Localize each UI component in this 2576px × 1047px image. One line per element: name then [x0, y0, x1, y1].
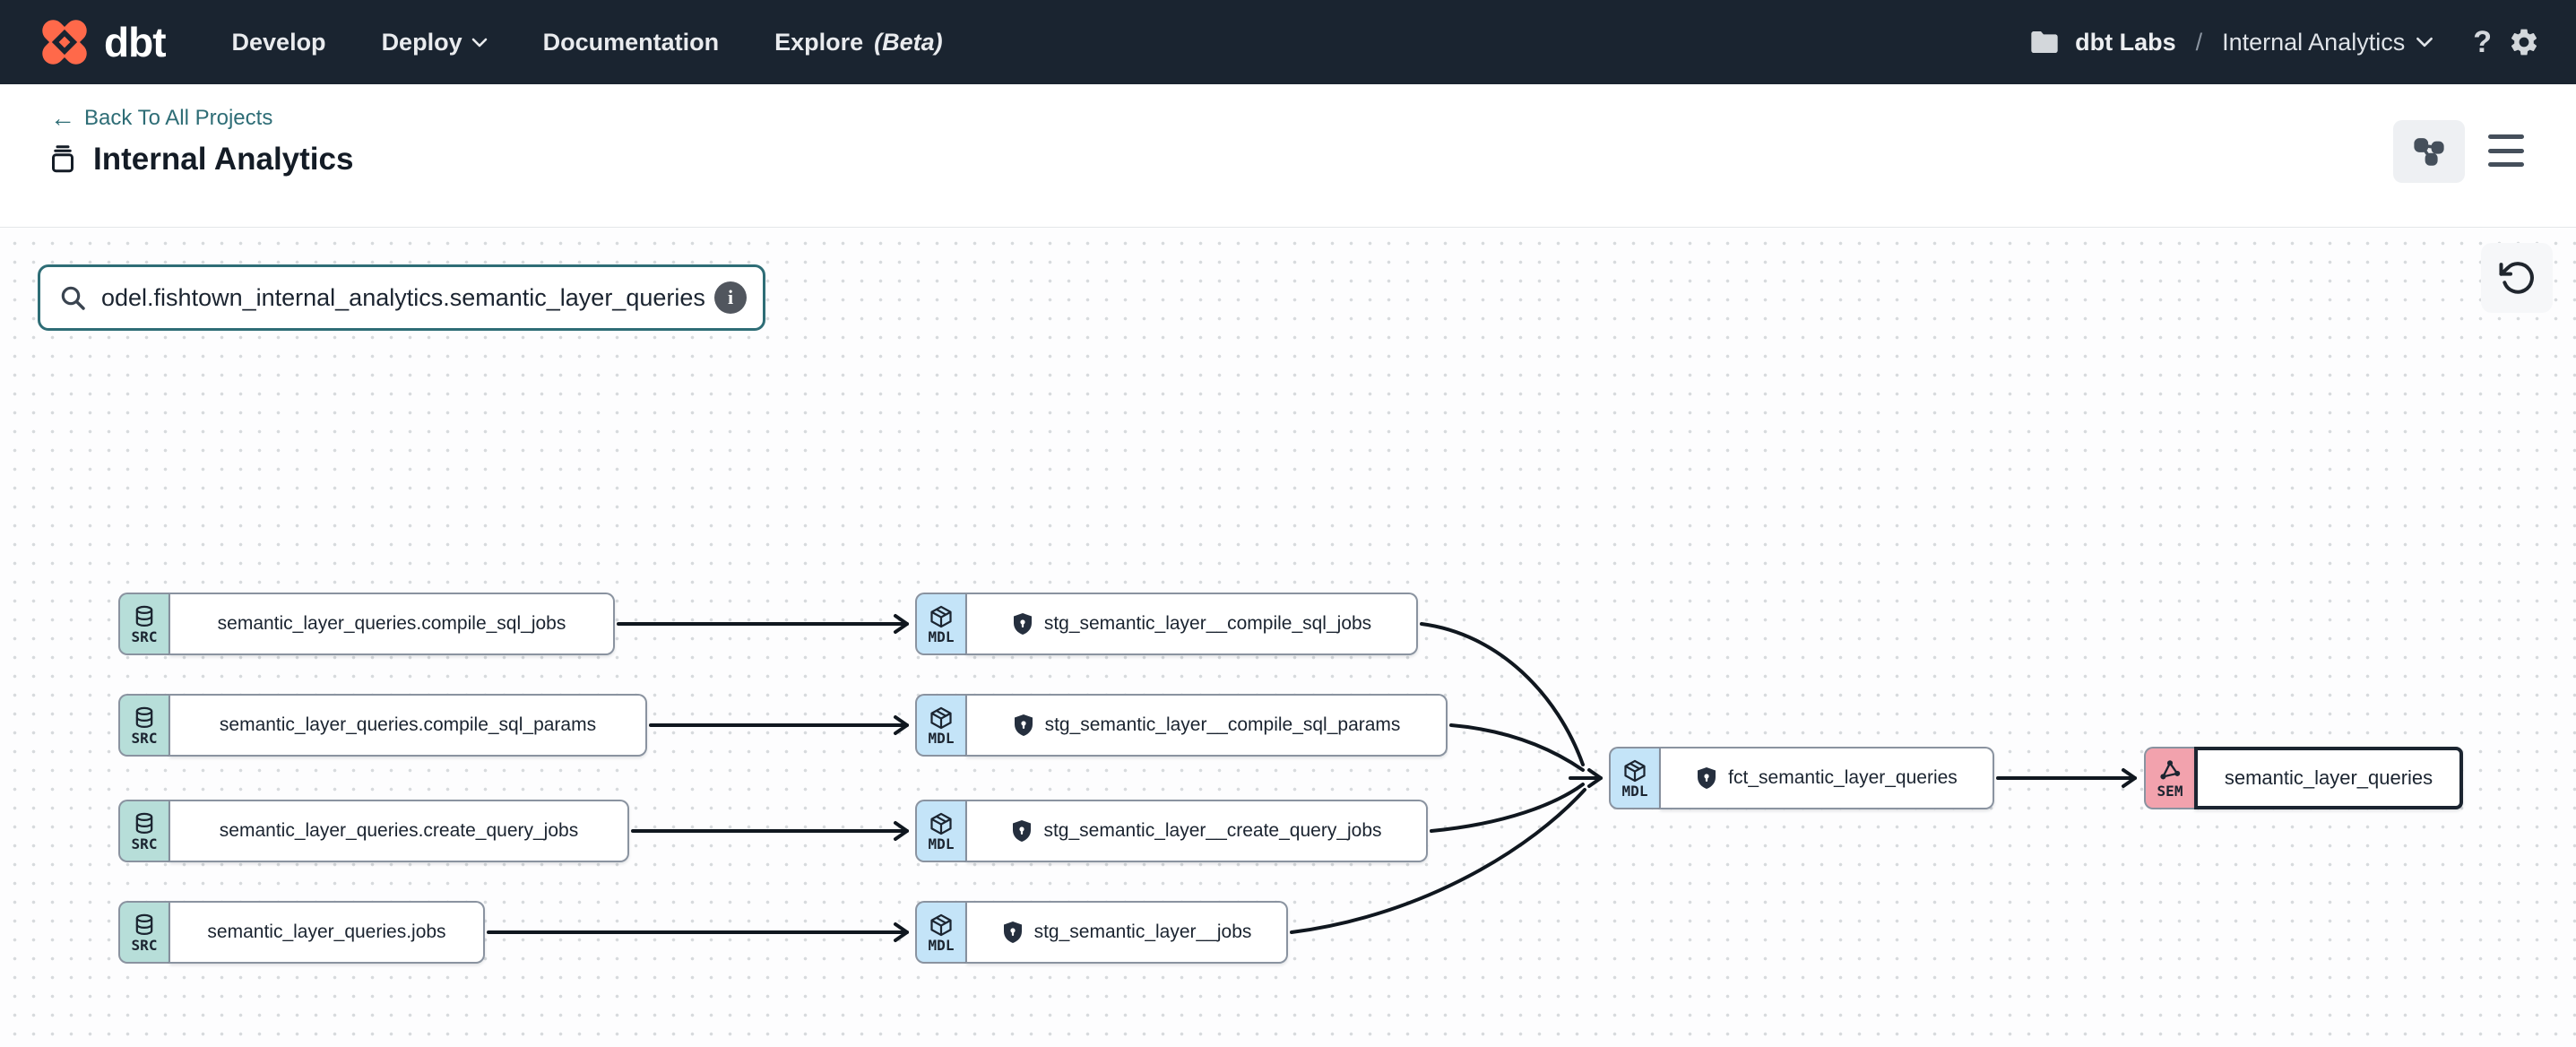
back-arrow-icon: ←	[50, 104, 75, 132]
hamburger-bar	[2488, 134, 2524, 139]
title-row: Internal Analytics	[47, 142, 353, 177]
database-icon	[135, 812, 153, 834]
source-badge: SRC	[118, 694, 169, 757]
model-badge: MDL	[915, 901, 966, 964]
database-icon	[135, 913, 153, 935]
nav-item-deploy[interactable]: Deploy	[382, 29, 488, 56]
hamburger-bar	[2488, 162, 2524, 167]
node-label: semantic_layer_queries.create_query_jobs	[219, 820, 579, 841]
graph-node-model[interactable]: MDL stg_semantic_layer__create_query_job…	[915, 800, 1428, 862]
lock-shield-icon	[1013, 820, 1032, 842]
back-to-projects-link[interactable]: ← Back To All Projects	[50, 104, 273, 132]
lock-shield-icon	[1013, 613, 1032, 635]
cube-icon	[930, 913, 952, 936]
org-name[interactable]: dbt Labs	[2075, 28, 2176, 56]
node-label: stg_semantic_layer__jobs	[1033, 922, 1252, 942]
beta-tag: (Beta)	[874, 28, 943, 56]
hamburger-menu-button[interactable]	[2488, 134, 2524, 167]
cube-icon	[930, 706, 952, 729]
lineage-canvas[interactable]: odel.fishtown_internal_analytics.semanti…	[0, 229, 2576, 1047]
node-label: stg_semantic_layer__compile_sql_jobs	[1043, 613, 1372, 634]
project-icon	[52, 145, 73, 173]
graph-node-source[interactable]: SRC semantic_layer_queries.jobs	[118, 901, 485, 964]
dbt-wordmark: dbt	[104, 19, 167, 65]
folder-icon	[2031, 31, 2058, 53]
lineage-search-input[interactable]: odel.fishtown_internal_analytics.semanti…	[38, 264, 765, 331]
dbt-brand[interactable]: dbt	[36, 13, 167, 71]
lineage-edges	[487, 614, 2137, 942]
source-badge: SRC	[118, 800, 169, 862]
nav-item-documentation[interactable]: Documentation	[542, 28, 720, 56]
source-badge: SRC	[118, 901, 169, 964]
database-icon	[135, 605, 153, 627]
cube-icon	[930, 812, 952, 835]
project-selector[interactable]: Internal Analytics	[2222, 29, 2433, 56]
nav-item-develop[interactable]: Develop	[231, 28, 326, 56]
node-label: semantic_layer_queries.compile_sql_param…	[219, 714, 597, 735]
hamburger-bar	[2488, 148, 2524, 153]
project-header: ← Back To All Projects Internal Analytic…	[0, 84, 2576, 228]
navbar-account-area: dbt Labs / Internal Analytics ?	[2030, 25, 2540, 60]
graph-node-source[interactable]: SRC semantic_layer_queries.compile_sql_j…	[118, 593, 615, 655]
node-label: semantic_layer_queries	[2224, 766, 2433, 789]
graph-node-source[interactable]: SRC semantic_layer_queries.compile_sql_p…	[118, 694, 647, 757]
semantic-badge: SEM	[2144, 747, 2195, 809]
dbt-logo-icon	[42, 20, 87, 65]
help-button[interactable]: ?	[2473, 24, 2492, 59]
model-badge: MDL	[915, 800, 966, 862]
search-value: odel.fishtown_internal_analytics.semanti…	[101, 283, 705, 311]
graph-node-model[interactable]: MDL stg_semantic_layer__jobs	[915, 901, 1288, 964]
node-label: semantic_layer_queries.jobs	[207, 922, 446, 942]
search-icon	[61, 286, 85, 310]
model-badge: MDL	[1609, 747, 1660, 809]
graph-node-source[interactable]: SRC semantic_layer_queries.create_query_…	[118, 800, 629, 862]
graph-node-semantic-selected[interactable]: SEM semantic_layer_queries	[2144, 747, 2463, 809]
model-badge: MDL	[915, 694, 966, 757]
nav-menu: Develop Deploy Documentation Explore (Be…	[232, 29, 943, 56]
chevron-down-icon	[471, 38, 487, 47]
node-label: fct_semantic_layer_queries	[1728, 767, 1958, 788]
info-icon[interactable]: i	[714, 281, 747, 314]
node-label: stg_semantic_layer__create_query_jobs	[1043, 820, 1382, 841]
lock-shield-icon	[1698, 767, 1716, 789]
source-badge: SRC	[118, 593, 169, 655]
reset-view-button[interactable]	[2481, 243, 2553, 313]
graph-node-model[interactable]: MDL fct_semantic_layer_queries	[1609, 747, 1994, 809]
database-icon	[135, 706, 153, 728]
node-label: stg_semantic_layer__compile_sql_params	[1044, 714, 1401, 735]
breadcrumb-separator: /	[2195, 28, 2203, 56]
lock-shield-icon	[1003, 922, 1022, 943]
graph-node-model[interactable]: MDL stg_semantic_layer__compile_sql_para…	[915, 694, 1448, 757]
cube-icon	[1624, 759, 1646, 782]
lineage-icon	[2414, 138, 2444, 166]
node-label: semantic_layer_queries.compile_sql_jobs	[217, 613, 566, 634]
page-title: Internal Analytics	[93, 142, 354, 177]
semantic-model-icon	[2160, 759, 2181, 779]
top-navbar: dbt Develop Deploy Documentation Explore…	[0, 0, 2576, 84]
chevron-down-icon	[2416, 37, 2433, 48]
lock-shield-icon	[1014, 714, 1033, 736]
lineage-view-button[interactable]	[2393, 120, 2465, 183]
nav-item-explore[interactable]: Explore (Beta)	[774, 28, 943, 56]
gear-icon[interactable]	[2508, 26, 2540, 58]
graph-node-model[interactable]: MDL stg_semantic_layer__compile_sql_jobs	[915, 593, 1418, 655]
model-badge: MDL	[915, 593, 966, 655]
cube-icon	[930, 605, 952, 627]
rotate-ccw-icon	[2499, 262, 2534, 294]
